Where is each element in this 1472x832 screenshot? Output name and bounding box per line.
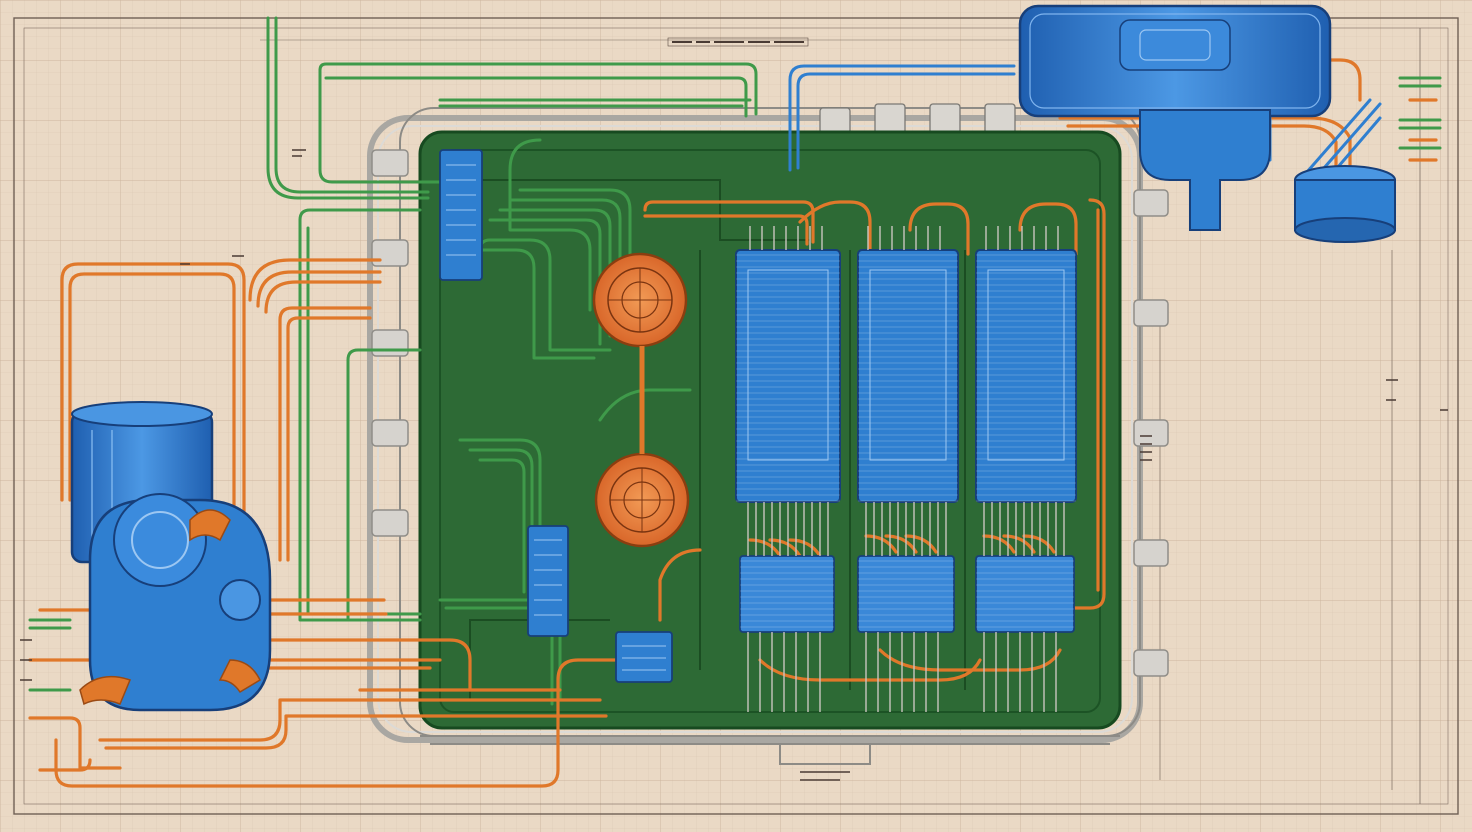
control-panel-housing <box>367 103 1169 765</box>
wire-combs <box>747 226 1065 712</box>
circuit-board-inner <box>439 149 1101 713</box>
filter-canister <box>1294 165 1396 243</box>
controller-module-2 <box>857 249 959 503</box>
annotation-marks <box>20 149 1448 781</box>
coolant-reservoir <box>1018 4 1332 231</box>
terminal-block-mid <box>527 525 569 637</box>
controller-module-1 <box>735 249 841 503</box>
drawing-frame <box>13 17 1459 815</box>
relay-module-3 <box>975 555 1075 633</box>
relay-module-1 <box>739 555 835 633</box>
drawing-frame-inner <box>23 27 1449 805</box>
rotary-gauge-lower <box>594 452 690 548</box>
junction-box <box>615 631 673 683</box>
pump-motor <box>79 493 272 712</box>
rotary-gauge-upper <box>592 252 688 348</box>
terminal-block-upper <box>439 149 483 281</box>
title-strip <box>667 37 809 47</box>
controller-module-3 <box>975 249 1077 503</box>
relay-module-2 <box>857 555 955 633</box>
